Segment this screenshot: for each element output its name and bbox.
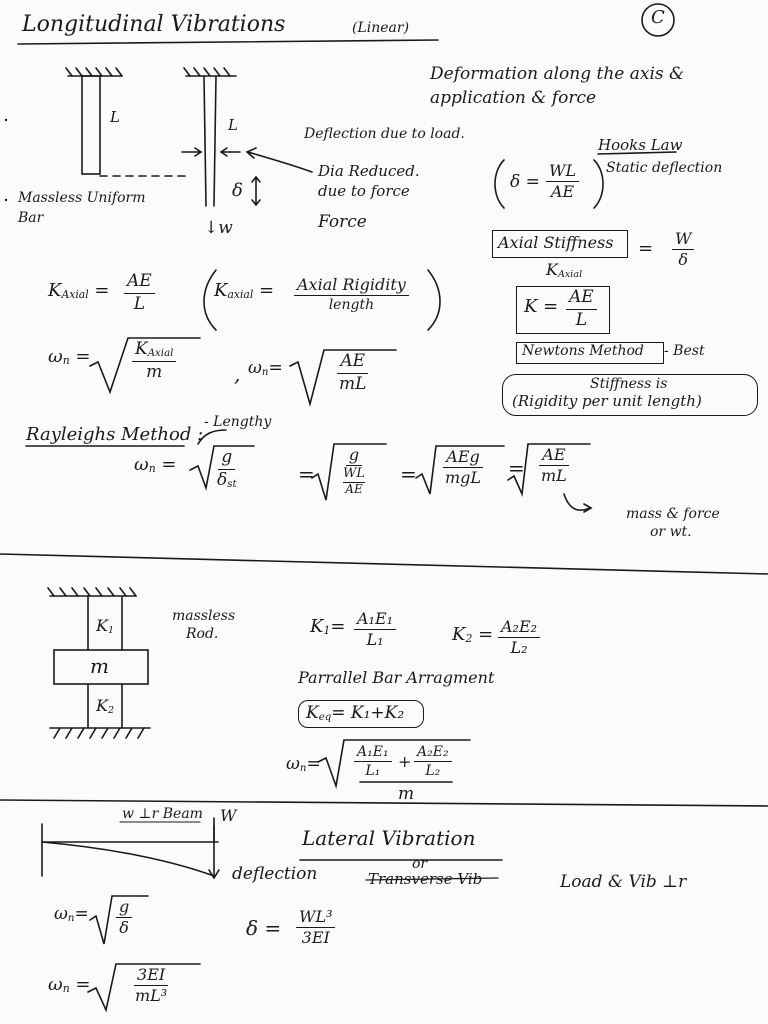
k-box-fraction: AE L [566,287,597,330]
delta-eq-fraction: WL AE [546,161,580,202]
page-title: Longitudinal Vibrations [22,12,286,37]
stiffness-is: Stiffness is [590,376,668,392]
axial-stiffness: Axial Stiffness [498,233,614,252]
load-arrow-w: ↓w [204,218,233,238]
mass-force-line2: or wt. [650,524,692,540]
rayleigh-note: - Lengthy [204,414,272,430]
k1-rod-label: K1 [96,616,115,636]
s3-wn1-lhs: ωn= [54,904,89,925]
equals-sign: = [638,238,654,259]
s3-delta-lhs: δ = [246,916,282,940]
k1-eq-lhs: K1= [310,616,346,638]
corner-mark: C [651,7,665,28]
s2-wn-term2: A₂E₂ L₂ [414,744,452,779]
deflection-label: deflection [232,864,318,884]
rigidity-per-unit: (Rigidity per unit length) [512,392,702,410]
k2-rod-label: K2 [96,696,115,716]
deformation-line1: Deformation along the axis & [430,64,685,84]
wn6-fraction: AE mL [539,445,569,486]
w-over-delta-fraction: W δ [672,229,695,270]
wn1-lhs: ωn = [48,346,91,368]
s3-wn2-lhs: ωn = [48,974,91,996]
k-box-lhs: K = [524,296,559,317]
s3-wn1-fraction: g δ [116,897,133,938]
dia-reduced-line2: due to force [318,182,410,200]
rayleigh-method: Rayleighs Method : [26,424,204,445]
w-perp-beam: w ⊥r Beam [122,806,203,822]
mass-force-line1: mass & force [626,506,720,522]
wn4-fraction: g WL AE [343,445,365,497]
k-axial-fraction: AE L [124,271,155,314]
newtons-method: Newtons Method [522,343,644,359]
axial-stiffness-den: KAxial [546,260,583,280]
deformation-line2: application & force [430,88,597,108]
k-formula-box [516,286,610,334]
k-axial-lhs: KAxial = [48,280,110,302]
wn3-lhs: ωn = [134,454,177,476]
rigidity-box [502,374,758,416]
s2-wn-lhs: ωn= [286,754,321,775]
page-title-note: (Linear) [352,20,410,36]
w-load-label: W [220,806,237,825]
dia-reduced-line1: Dia Reduced. [318,162,420,180]
wn5-fraction: AEg mgL [443,447,483,488]
equals-a: = [298,462,315,486]
s3-delta-fraction: WL³ 3EI [296,907,336,948]
wn3-fraction: g δst [217,447,237,490]
k-axial-paren-fraction: Axial Rigidity length [294,275,409,313]
keq-box [298,700,424,728]
wn2-lhs: ωn= [248,358,283,379]
s2-wn-den: m [398,784,415,804]
delta-eq-lhs: δ = [510,172,540,192]
lateral-vibration-title: Lateral Vibration [302,826,476,850]
transverse-label: Transverse Vib [368,870,483,888]
massless-rod-line2: Rod. [186,626,219,642]
massless-bar-line2: Bar [18,210,44,226]
wn1-fraction: KAxial m [132,339,177,382]
mass-label: m [90,654,109,678]
comma: , [234,362,241,386]
s3-wn2-fraction: 3EI mL³ [134,965,169,1006]
s2-wn-term1: A₁E₁ L₁ [354,744,392,779]
k2-eq-fraction: A₂E₂ L₂ [498,617,541,658]
bar1-length-label: L [110,108,120,126]
best-label: - Best [664,343,705,359]
load-vib-perp: Load & Vib ⊥r [560,872,687,892]
axial-stiffness-box [492,230,628,258]
deflection-due-load: Deflection due to load. [304,126,465,142]
static-deflection: Static deflection [606,160,723,176]
bar2-length-label: L [228,116,238,134]
s2-wn-plus: + [398,752,412,771]
massless-rod-line1: massless [172,608,236,624]
equals-c: = [508,456,525,480]
keq-formula: Keq= K₁+K₂ [306,703,405,724]
k1-eq-fraction: A₁E₁ L₁ [354,609,397,650]
newtons-method-box [516,342,664,364]
massless-bar-line1: Massless Uniform [18,190,146,206]
equals-b: = [400,462,417,486]
wn2-fraction: AE mL [337,351,369,394]
delta-symbol: δ [232,180,243,201]
or-label: or [412,856,428,872]
k2-eq-lhs: K2 = [452,624,494,646]
k-axial-paren-lhs: Kaxial = [214,280,275,302]
hookes-law: Hooks Law [598,136,683,154]
force-label: Force [318,212,367,232]
parallel-arrangement: Parrallel Bar Arragment [298,668,495,687]
